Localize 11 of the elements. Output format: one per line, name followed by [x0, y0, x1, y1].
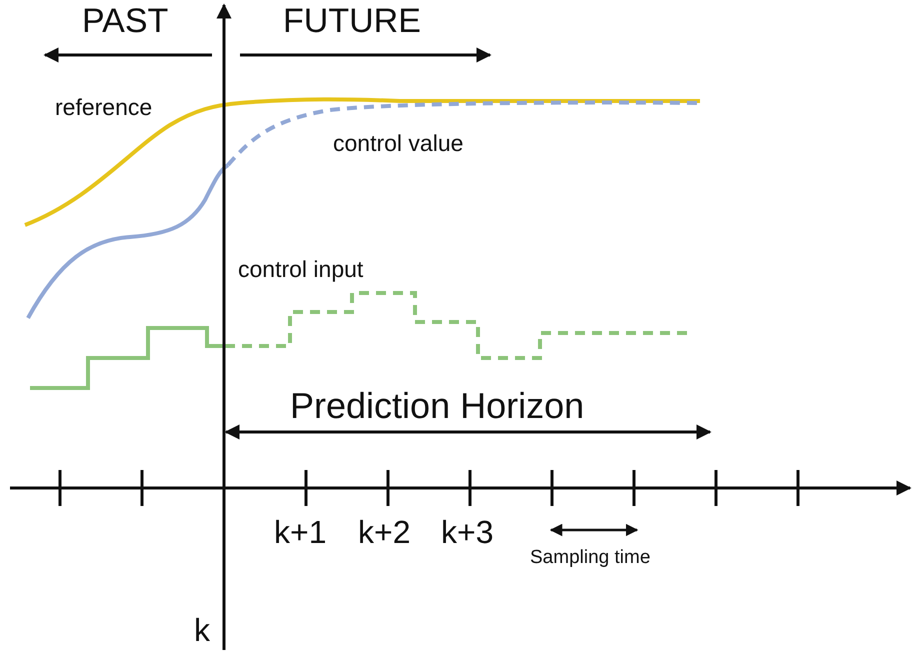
tick-label: k+3 — [441, 515, 494, 550]
dimension-label: Prediction Horizon — [290, 386, 584, 426]
curve-label: reference — [55, 95, 152, 120]
tick-label: k — [194, 613, 210, 648]
region-label: FUTURE — [283, 3, 421, 40]
curve-label: control value — [333, 131, 464, 156]
tick-label: k+2 — [358, 515, 410, 550]
tick-label: k+1 — [274, 515, 326, 550]
region-label: PAST — [82, 3, 168, 40]
dimension-label: Sampling time — [530, 548, 650, 569]
curve-label: control input — [238, 257, 364, 282]
